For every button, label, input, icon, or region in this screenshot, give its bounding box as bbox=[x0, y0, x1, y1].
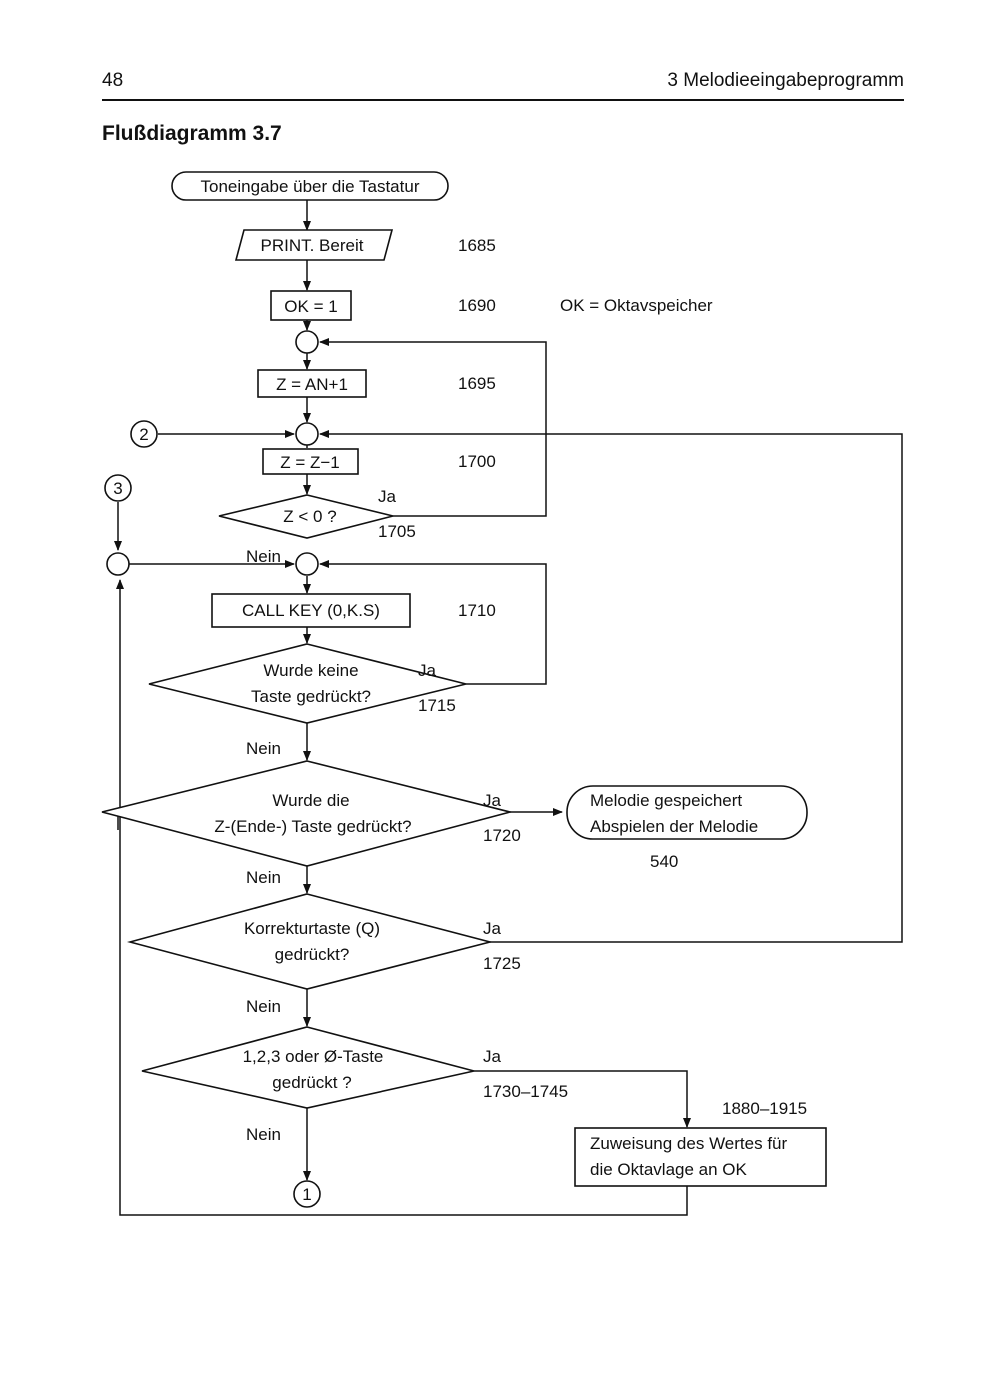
no-label: Nein bbox=[246, 997, 281, 1016]
connector-3-label: 3 bbox=[113, 479, 122, 498]
key-check-line2: Taste gedrückt? bbox=[251, 687, 371, 706]
corr-check-line2: gedrückt? bbox=[275, 945, 350, 964]
call-key-process bbox=[211, 593, 411, 628]
start-label: Toneingabe über die Tastatur bbox=[201, 177, 420, 196]
end-check-line2: Z-(Ende-) Taste gedrückt? bbox=[214, 817, 411, 836]
no-label: Nein bbox=[246, 547, 281, 566]
corr-check-decision bbox=[126, 893, 494, 990]
z-set-label: Z = AN+1 bbox=[276, 375, 348, 394]
yes-label: Ja bbox=[483, 919, 502, 938]
page-heading: Flußdiagramm 3.7 bbox=[102, 122, 282, 145]
ok-process bbox=[270, 290, 352, 321]
yes-label: Ja bbox=[483, 1047, 502, 1066]
oktav-note: OK = Oktavspeicher bbox=[560, 296, 713, 315]
line-number: 1720 bbox=[483, 826, 521, 845]
z-dec-label: Z = Z−1 bbox=[280, 453, 340, 472]
line-number: 1690 bbox=[458, 296, 496, 315]
no-label: Nein bbox=[246, 868, 281, 887]
line-number: 1880–1915 bbox=[722, 1099, 807, 1118]
ok-label: OK = 1 bbox=[284, 297, 337, 316]
line-number: 1715 bbox=[418, 696, 456, 715]
line-number: 1710 bbox=[458, 601, 496, 620]
assign-process bbox=[574, 1127, 827, 1187]
flow-arrow bbox=[474, 1070, 691, 1128]
print-label: PRINT. Bereit bbox=[261, 236, 364, 255]
call-key-label: CALL KEY (0,K.S) bbox=[242, 601, 380, 620]
line-number: 1695 bbox=[458, 374, 496, 393]
connector-2-label: 2 bbox=[139, 425, 148, 444]
end-check-line1: Wurde die bbox=[272, 791, 349, 810]
print-io bbox=[234, 229, 394, 261]
header-rule bbox=[102, 99, 904, 101]
oct-check-line2: gedrückt ? bbox=[272, 1073, 351, 1092]
merge-node bbox=[295, 330, 319, 354]
return-path bbox=[119, 830, 688, 1216]
oct-check-decision bbox=[141, 1026, 475, 1109]
line-number: 1685 bbox=[458, 236, 496, 255]
line-number: 1705 bbox=[378, 522, 416, 541]
key-check-decision bbox=[148, 643, 467, 724]
z-set-process bbox=[257, 369, 367, 398]
corr-check-line1: Korrekturtaste (Q) bbox=[244, 919, 380, 938]
yes-label: Ja bbox=[483, 791, 502, 810]
connector-1 bbox=[293, 1180, 321, 1208]
yes-label: Ja bbox=[418, 661, 437, 680]
merge-node bbox=[295, 552, 319, 576]
end-terminal-line2: Abspielen der Melodie bbox=[590, 817, 758, 836]
start-terminal bbox=[171, 171, 449, 201]
oct-check-line1: 1,2,3 oder Ø-Taste bbox=[243, 1047, 384, 1066]
loop-corr-yes bbox=[319, 430, 903, 943]
no-label: Nein bbox=[246, 1125, 281, 1144]
z-check-decision bbox=[218, 494, 394, 539]
line-number: 1700 bbox=[458, 452, 496, 471]
connector-1-label: 1 bbox=[302, 1185, 311, 1204]
connector-2 bbox=[130, 420, 158, 448]
loop-z-yes bbox=[319, 338, 547, 517]
z-check-label: Z < 0 ? bbox=[283, 507, 336, 526]
connector-3 bbox=[104, 474, 132, 502]
end-check-decision bbox=[101, 760, 514, 867]
assign-line1: Zuweisung des Wertes für bbox=[590, 1134, 787, 1153]
end-terminal-line1: Melodie gespeichert bbox=[590, 791, 742, 810]
loop-key-yes bbox=[319, 560, 547, 685]
line-number: 1725 bbox=[483, 954, 521, 973]
key-check-line1: Wurde keine bbox=[263, 661, 358, 680]
yes-label: Ja bbox=[378, 487, 397, 506]
z-dec-process bbox=[262, 448, 359, 475]
end-terminal bbox=[566, 785, 808, 840]
assign-line2: die Oktavlage an OK bbox=[590, 1160, 748, 1179]
merge-node bbox=[295, 422, 319, 446]
merge-node bbox=[106, 552, 130, 576]
line-number: 1730–1745 bbox=[483, 1082, 568, 1101]
page-number: 48 bbox=[102, 70, 124, 91]
no-label: Nein bbox=[246, 739, 281, 758]
line-number: 540 bbox=[650, 852, 678, 871]
chapter-title: 3 Melodieeingabeprogramm bbox=[667, 70, 904, 91]
